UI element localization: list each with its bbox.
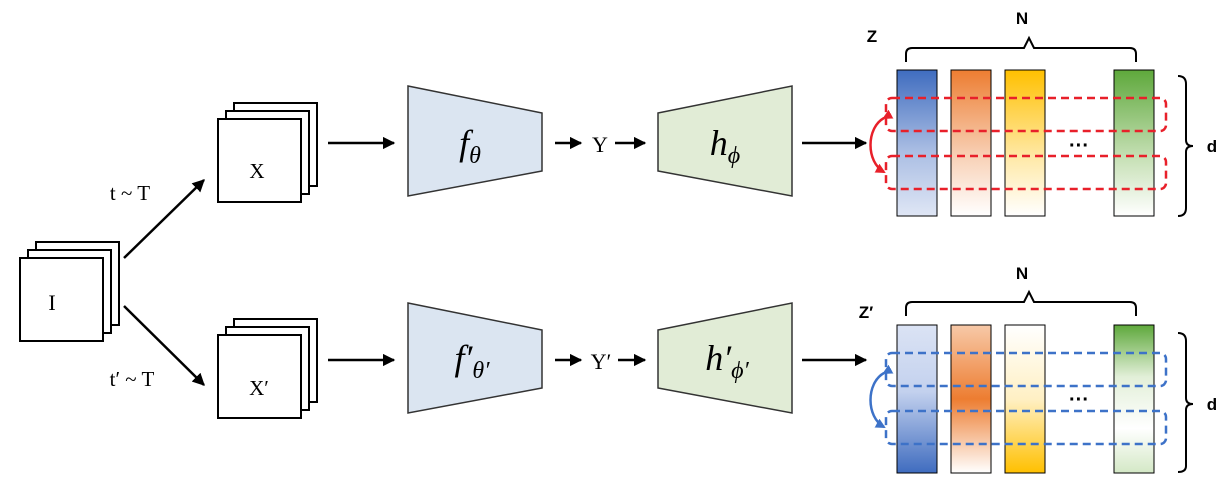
projector-label-bottom: h′ϕ′ bbox=[705, 338, 749, 384]
highlight-row-1-bottom bbox=[884, 351, 1168, 388]
embedding-column-3-bottom bbox=[1004, 324, 1046, 474]
embedding-column-2-bottom bbox=[950, 324, 992, 474]
transform-arrow-bottom bbox=[123, 305, 205, 386]
encoder-label-bottom: f′θ′ bbox=[455, 338, 491, 384]
highlight-row-1-top bbox=[884, 96, 1168, 133]
highlight-row-2-bottom bbox=[884, 409, 1168, 446]
projector-bottom bbox=[657, 302, 793, 414]
input-image-label: I bbox=[48, 290, 55, 315]
rep-label-bottom: Y′ bbox=[591, 349, 612, 374]
n-brace-bottom bbox=[905, 289, 1137, 316]
n-label-bottom: N bbox=[1016, 264, 1028, 283]
branch-top: t ~ T X fθ Y hϕ Z N ··· d bbox=[110, 9, 1217, 217]
row-link-arrow-bottom bbox=[869, 364, 894, 429]
encoder-bottom bbox=[407, 302, 543, 414]
rep-label-top: Y bbox=[592, 132, 608, 157]
row-link-arrow-top bbox=[869, 109, 894, 174]
embedding-column-n-top bbox=[1113, 69, 1155, 217]
embed-label-bottom: Z′ bbox=[859, 303, 873, 322]
transform-label-top: t ~ T bbox=[110, 181, 150, 205]
ellipsis-top: ··· bbox=[1069, 135, 1089, 157]
n-brace-top bbox=[905, 35, 1137, 62]
embedding-column-3-top bbox=[1004, 69, 1046, 217]
branch-bottom: t′ ~ T X′ f′θ′ Y′ h′ϕ′ Z′ N ··· d bbox=[110, 264, 1217, 474]
projector-label-top: hϕ bbox=[710, 123, 740, 169]
projector-top bbox=[657, 85, 793, 197]
view-label-top: X bbox=[249, 159, 264, 183]
embedding-column-1-bottom bbox=[896, 324, 938, 474]
d-label-top: d bbox=[1207, 137, 1217, 156]
embedding-column-2-top bbox=[950, 69, 992, 217]
n-label-top: N bbox=[1016, 9, 1028, 28]
encoder-top bbox=[407, 85, 543, 197]
embed-label-top: Z bbox=[867, 27, 877, 46]
view-stack-bottom: X′ bbox=[217, 318, 318, 419]
embedding-column-1-top bbox=[896, 69, 938, 217]
transform-label-bottom: t′ ~ T bbox=[110, 367, 155, 391]
ellipsis-bottom: ··· bbox=[1069, 389, 1089, 411]
d-label-bottom: d bbox=[1207, 395, 1217, 414]
embedding-column-n-bottom bbox=[1113, 324, 1155, 474]
d-brace-top bbox=[1177, 75, 1194, 217]
highlight-row-2-top bbox=[884, 154, 1168, 191]
d-brace-bottom bbox=[1177, 332, 1194, 473]
input-image-stack: I bbox=[19, 241, 120, 342]
transform-arrow-top bbox=[123, 179, 205, 259]
view-stack-top: X bbox=[217, 102, 318, 203]
view-label-bottom: X′ bbox=[249, 376, 269, 400]
